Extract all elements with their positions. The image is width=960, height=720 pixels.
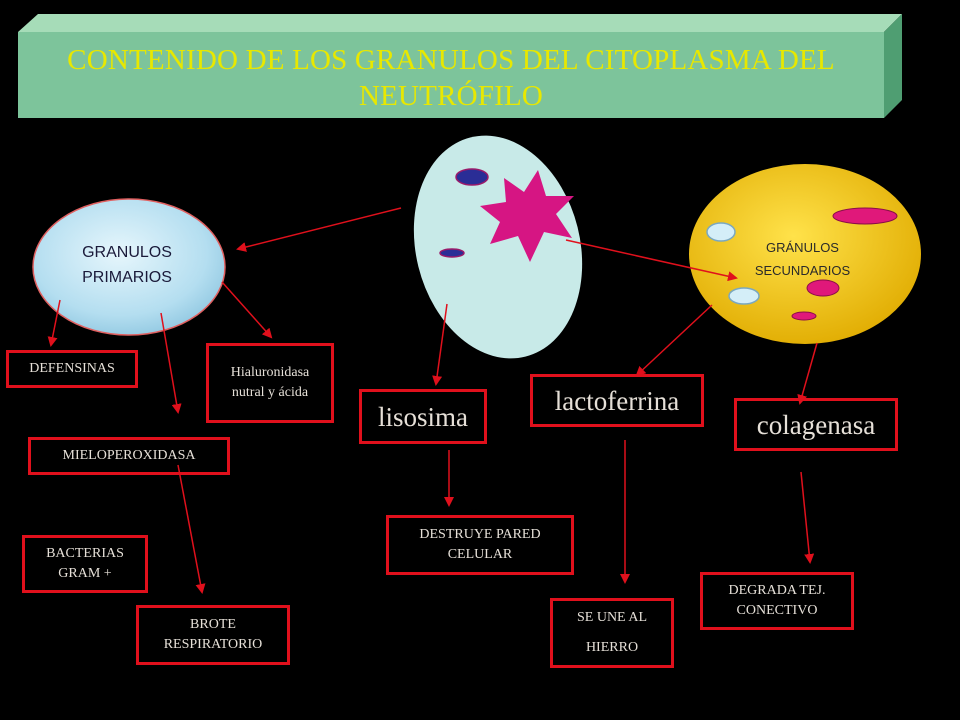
arrow-cell-to-secondary bbox=[565, 239, 738, 282]
cell-granule-blue-1 bbox=[455, 168, 489, 186]
secondary-granule-dot-blue-2 bbox=[728, 287, 760, 305]
destruye-text: DESTRUYE PARED CELULAR bbox=[419, 527, 541, 562]
secondary-granule-dot-pink-3 bbox=[791, 311, 817, 321]
secondary-granule-dot-blue-1 bbox=[706, 222, 736, 242]
defensinas-text: DEFENSINAS bbox=[29, 361, 115, 376]
cell-granule-blue-2 bbox=[439, 248, 465, 258]
lisosima-text: lisosima bbox=[377, 401, 468, 432]
hialuronidasa-text: Hialuronidasa nutral y ácida bbox=[230, 365, 310, 400]
box-lactoferrina: lactoferrina bbox=[530, 374, 704, 427]
neutrophil-cell bbox=[413, 135, 583, 359]
primary-granule-label: GRANULOS PRIMARIOS bbox=[52, 240, 202, 290]
hierro-text-2: HIERRO bbox=[585, 640, 639, 655]
box-brote: BROTE RESPIRATORIO bbox=[136, 605, 290, 665]
arrow-to-hialuronidasa bbox=[221, 281, 273, 339]
secondary-granule-dot-pink-1 bbox=[832, 207, 898, 225]
degrada-text: DEGRADA TEJ. CONECTIVO bbox=[728, 583, 826, 618]
box-mieloperoxidasa: MIELOPEROXIDASA bbox=[28, 437, 230, 475]
box-degrada: DEGRADA TEJ. CONECTIVO bbox=[700, 572, 854, 630]
page-title: CONTENIDO DE LOS GRANULOS DEL CITOPLASMA… bbox=[18, 42, 884, 114]
arrow-cell-to-primary bbox=[236, 207, 402, 252]
title-bevel-top bbox=[18, 14, 902, 32]
arrow-to-mieloperoxidasa bbox=[160, 312, 182, 414]
box-colagenasa: colagenasa bbox=[734, 398, 898, 451]
secondary-granule-text: GRÁNULOS SECUNDARIOS bbox=[754, 240, 851, 278]
arrow-to-defensinas bbox=[47, 299, 61, 347]
secondary-granule-dot-pink-2 bbox=[806, 279, 840, 297]
arrow-to-colagenasa bbox=[797, 342, 818, 405]
box-bacterias: BACTERIAS GRAM + bbox=[22, 535, 148, 593]
title-bevel-side bbox=[884, 14, 902, 118]
arrow-to-lisosima bbox=[432, 303, 448, 386]
primary-granule-shape bbox=[32, 198, 226, 336]
hierro-text-1: SE UNE AL bbox=[577, 610, 647, 625]
bacterias-text: BACTERIAS GRAM + bbox=[46, 546, 124, 581]
box-defensinas: DEFENSINAS bbox=[6, 350, 138, 388]
box-hierro: SE UNE AL HIERRO bbox=[550, 598, 674, 668]
title-line-1: CONTENIDO DE LOS GRANULOS DEL CITOPLASMA… bbox=[67, 44, 835, 76]
box-destruye: DESTRUYE PARED CELULAR bbox=[386, 515, 574, 575]
secondary-granule-label: GRÁNULOS SECUNDARIOS bbox=[720, 236, 885, 282]
colagenasa-text: colagenasa bbox=[756, 409, 876, 440]
lactoferrina-text: lactoferrina bbox=[554, 385, 680, 416]
arrow-to-degrada bbox=[800, 471, 815, 564]
arrow-to-lactoferrina bbox=[635, 304, 713, 377]
title-banner bbox=[18, 32, 884, 118]
title-line-2: NEUTRÓFILO bbox=[358, 80, 544, 112]
nucleus-star bbox=[480, 170, 574, 262]
box-lisosima: lisosima bbox=[359, 389, 487, 444]
primary-granule-text: GRANULOS PRIMARIOS bbox=[82, 244, 172, 286]
mieloperoxidasa-text: MIELOPEROXIDASA bbox=[62, 448, 196, 463]
arrow-to-brote bbox=[177, 464, 206, 594]
brote-text: BROTE RESPIRATORIO bbox=[163, 617, 263, 652]
title-bevel bbox=[18, 14, 902, 118]
box-hialuronidasa: Hialuronidasa nutral y ácida bbox=[206, 343, 334, 423]
